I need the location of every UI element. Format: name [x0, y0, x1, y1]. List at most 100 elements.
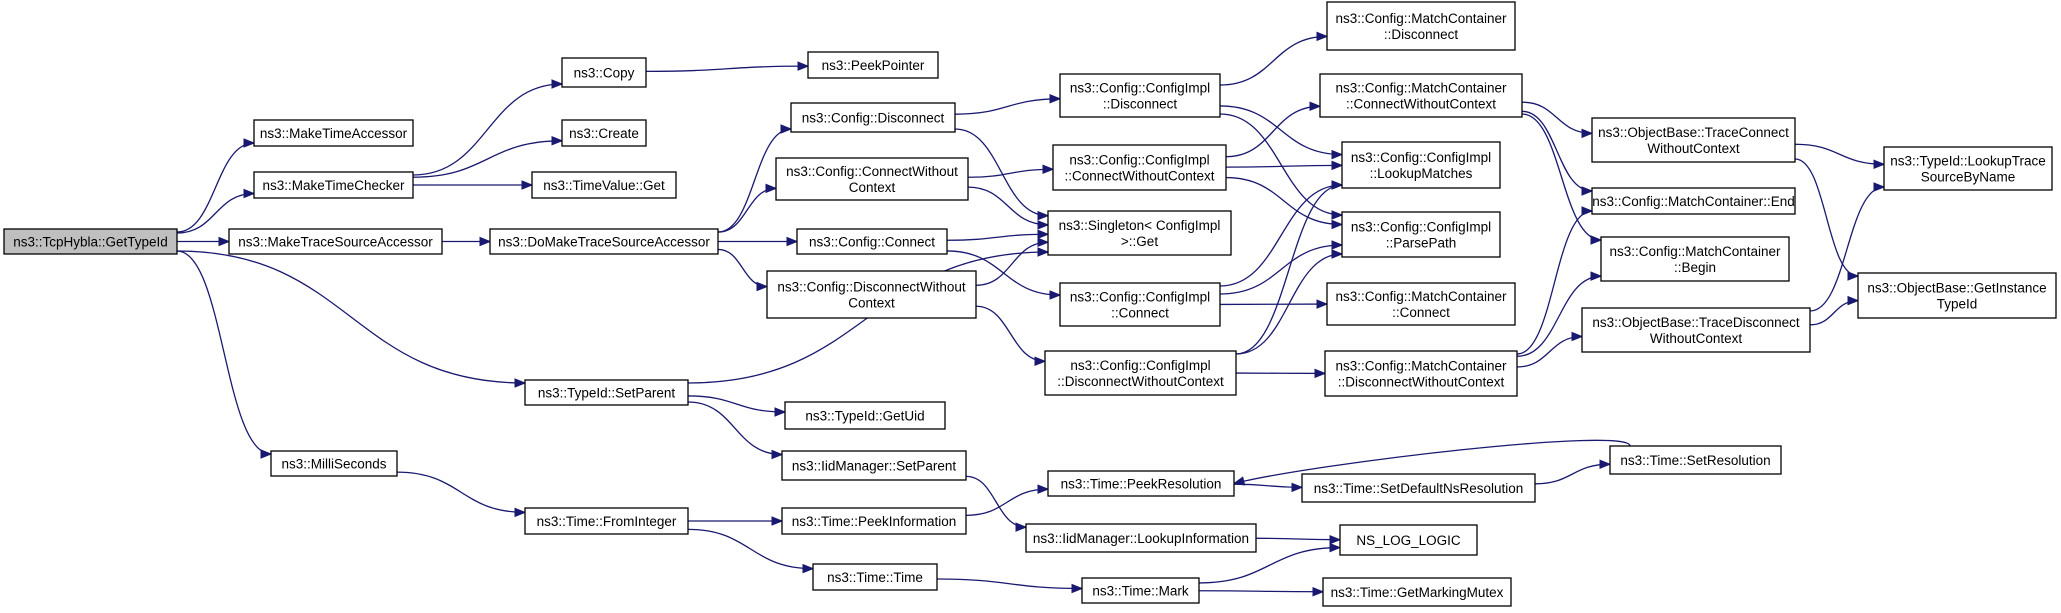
node-ns3-create[interactable]: ns3::Create	[561, 119, 647, 147]
node-label: ns3::Time::Mark	[1092, 584, 1189, 599]
node-ns3-maketimechecker[interactable]: ns3::MakeTimeChecker	[253, 171, 414, 199]
node-ns3-config-matchcontainer-begin[interactable]: ns3::Config::MatchContainer::Begin	[1600, 236, 1790, 282]
node-label: ns3::MakeTraceSourceAccessor	[238, 235, 433, 250]
node-ns3-config-connectwithout-context[interactable]: ns3::Config::ConnectWithoutContext	[775, 157, 969, 201]
node-label: ::ParsePath	[1386, 236, 1457, 251]
arrowhead	[1291, 482, 1304, 493]
edge-n23-n32	[1219, 299, 1329, 309]
node-ns3-domaketracesourceaccessor[interactable]: ns3::DoMakeTraceSourceAccessor	[489, 228, 719, 255]
node-label: ns3::TypeId::SetParent	[538, 386, 676, 401]
node-ns3-time-getmarkingmutex[interactable]: ns3::Time::GetMarkingMutex	[1322, 577, 1512, 607]
edge-line	[1219, 244, 1343, 295]
node-box	[1047, 470, 1235, 497]
edge-n0-n5	[176, 250, 273, 459]
node-ns3-time-frominteger[interactable]: ns3::Time::FromInteger	[524, 507, 689, 535]
edge-line	[1198, 546, 1341, 584]
node-box	[766, 270, 977, 319]
node-ns3-typeid-getuid[interactable]: ns3::TypeId::GetUid	[784, 401, 946, 430]
node-ns3-maketimeaccessor[interactable]: ns3::MakeTimeAccessor	[253, 119, 414, 147]
node-ns3-time-mark[interactable]: ns3::Time::Mark	[1081, 577, 1200, 604]
edge-n33-n38	[1516, 206, 1594, 355]
node-box	[489, 228, 719, 255]
node-label: ns3::TimeValue::Get	[543, 178, 665, 193]
node-ns3-time-time[interactable]: ns3::Time::Time	[812, 563, 938, 591]
node-ns3-iidmanager-setparent[interactable]: ns3::IidManager::SetParent	[781, 450, 967, 481]
node-ns3-time-setresolution[interactable]: ns3::Time::SetResolution	[1609, 445, 1782, 475]
arrowhead	[1331, 249, 1344, 259]
node-box	[524, 379, 689, 406]
edge-n4-n16	[687, 395, 787, 417]
edge-n9-n14	[717, 236, 799, 247]
node-ns3-config-matchcontainer-connectwithoutcontext[interactable]: ns3::Config::MatchContainer::ConnectWith…	[1319, 73, 1523, 118]
edge-n15-n24	[975, 305, 1047, 366]
node-label: ns3::DoMakeTraceSourceAccessor	[498, 235, 710, 250]
edge-n21-n29	[1225, 101, 1322, 158]
node-ns3-copy[interactable]: ns3::Copy	[561, 57, 647, 88]
node-label: ns3::Config::Connect	[809, 235, 935, 250]
node-ns3-config-matchcontainer-end[interactable]: ns3::Config::MatchContainer::End	[1591, 187, 1796, 215]
arrowhead	[243, 138, 256, 148]
node-ns3-singleton-configimpl-get[interactable]: ns3::Singleton< ConfigImpl>::Get	[1047, 210, 1232, 256]
edge-line	[1198, 590, 1324, 593]
node-box	[561, 119, 647, 147]
arrowhead	[1316, 31, 1329, 42]
node-label: ::Disconnect	[1103, 97, 1178, 112]
arrowhead	[1331, 149, 1344, 160]
node-label: ns3::TcpHybla::GetTypeId	[13, 235, 168, 250]
node-ns3-peekpointer[interactable]: ns3::PeekPointer	[807, 51, 939, 79]
node-ns3-typeid-setparent[interactable]: ns3::TypeId::SetParent	[524, 379, 689, 406]
node-box	[807, 51, 939, 79]
node-ns3-config-disconnect[interactable]: ns3::Config::Disconnect	[790, 102, 956, 133]
edge-line	[687, 395, 786, 413]
node-ns3-maketracesourceaccessor[interactable]: ns3::MakeTraceSourceAccessor	[228, 228, 443, 255]
node-label: ns3::ObjectBase::TraceDisconnect	[1592, 315, 1800, 330]
node-ns3-config-disconnectwithout-context[interactable]: ns3::Config::DisconnectWithoutContext	[766, 270, 977, 319]
node-ns3-config-configimpl-disconnectwithoutcontext[interactable]: ns3::Config::ConfigImpl::DisconnectWitho…	[1044, 350, 1237, 396]
node-label: ::ConnectWithoutContext	[1346, 97, 1496, 112]
node-ns3-config-matchcontainer-disconnect[interactable]: ns3::Config::MatchContainer::Disconnect	[1326, 1, 1516, 51]
node-ns3-iidmanager-lookupinformation[interactable]: ns3::IidManager::LookupInformation	[1025, 523, 1257, 553]
node-ns3-time-peekinformation[interactable]: ns3::Time::PeekInformation	[781, 507, 967, 535]
node-ns3-config-configimpl-connectwithoutcontext[interactable]: ns3::Config::ConfigImpl::ConnectWithoutC…	[1052, 144, 1227, 191]
node-box	[1857, 272, 2057, 319]
node-ns-log-logic[interactable]: NS_LOG_LOGIC	[1339, 524, 1478, 556]
edge-line	[396, 471, 526, 514]
node-box	[1319, 73, 1523, 118]
arrowhead	[1329, 534, 1342, 545]
node-ns3-time-peekresolution[interactable]: ns3::Time::PeekResolution	[1047, 470, 1235, 497]
arrowhead	[260, 449, 273, 459]
edge-n27-n36	[1198, 587, 1325, 597]
node-ns3-objectbase-tracedisconnect-withoutcontext[interactable]: ns3::ObjectBase::TraceDisconnectWithoutC…	[1581, 307, 1811, 353]
node-box	[253, 119, 414, 147]
node-ns3-config-configimpl-disconnect[interactable]: ns3::Config::ConfigImpl::Disconnect	[1059, 73, 1221, 118]
node-ns3-tcphybla-gettypeid[interactable]: ns3::TcpHybla::GetTypeId	[3, 228, 178, 255]
node-ns3-config-configimpl-parsepath[interactable]: ns3::Config::ConfigImpl::ParsePath	[1341, 211, 1501, 258]
node-box	[1341, 211, 1501, 258]
node-ns3-timevalue-get[interactable]: ns3::TimeValue::Get	[531, 171, 677, 199]
edge-line	[1521, 110, 1593, 192]
node-box	[3, 228, 178, 255]
node-ns3-config-connect[interactable]: ns3::Config::Connect	[796, 228, 948, 255]
node-ns3-time-setdefaultnsresolution[interactable]: ns3::Time::SetDefaultNsResolution	[1301, 473, 1536, 503]
node-ns3-config-configimpl-connect[interactable]: ns3::Config::ConfigImpl::Connect	[1059, 282, 1221, 327]
edge-line	[954, 128, 1049, 217]
arrowhead	[786, 236, 799, 247]
node-box	[1324, 350, 1518, 397]
node-box	[1600, 236, 1790, 282]
node-ns3-config-configimpl-lookupmatches[interactable]: ns3::Config::ConfigImpl::LookupMatches	[1341, 141, 1501, 189]
node-ns3-milliseconds[interactable]: ns3::MilliSeconds	[270, 450, 398, 477]
arrowhead	[1049, 94, 1062, 104]
edge-n24-n30	[1235, 180, 1344, 355]
node-box	[1591, 187, 1796, 215]
node-box	[253, 171, 414, 199]
node-ns3-config-matchcontainer-connect[interactable]: ns3::Config::MatchContainer::Connect	[1326, 282, 1516, 326]
node-ns3-objectbase-traceconnect-withoutcontext[interactable]: ns3::ObjectBase::TraceConnectWithoutCont…	[1591, 117, 1796, 163]
arrowhead	[1049, 290, 1062, 300]
edge-line	[412, 83, 563, 176]
arrowhead	[551, 136, 564, 146]
node-box	[1301, 473, 1536, 503]
node-ns3-config-matchcontainer-disconnectwithoutcontext[interactable]: ns3::Config::MatchContainer::DisconnectW…	[1324, 350, 1518, 397]
edge-line	[687, 401, 783, 456]
